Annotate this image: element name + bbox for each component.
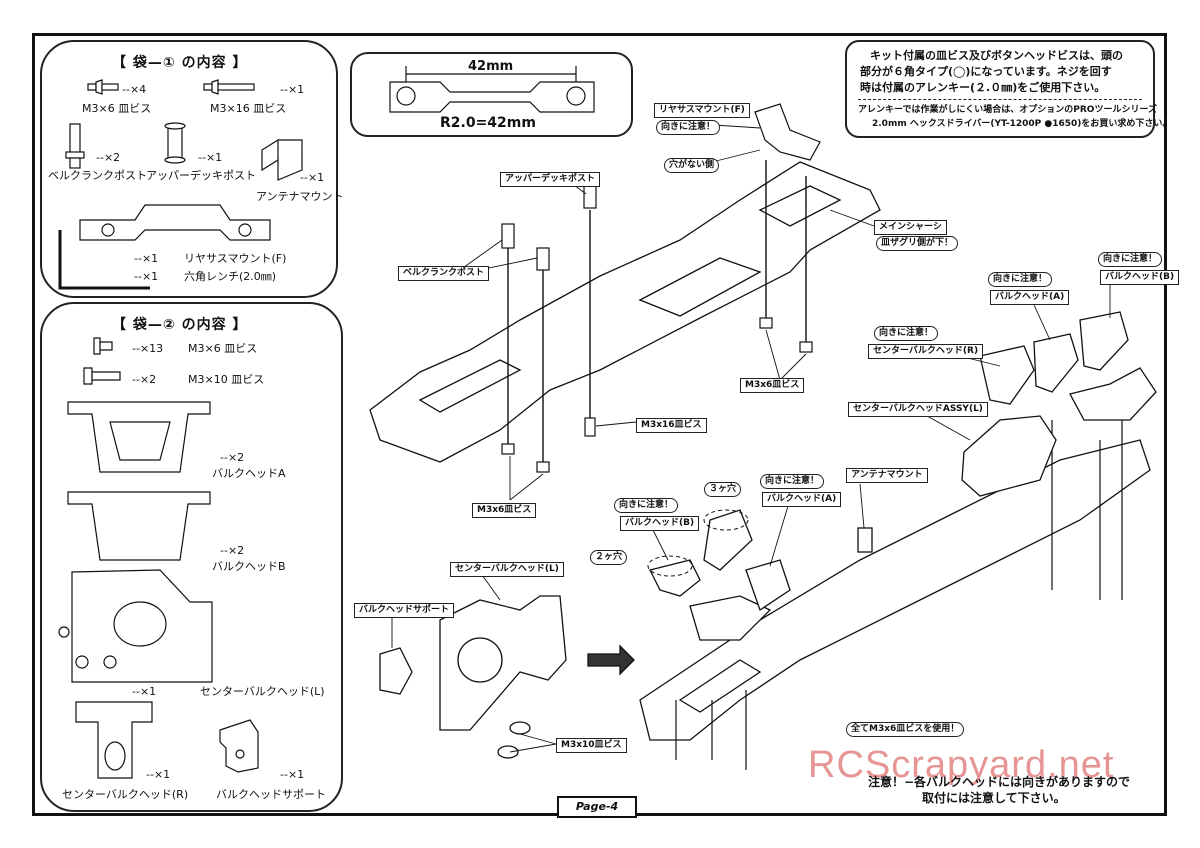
bag1-name-m3x16: M3×16 皿ビス xyxy=(210,102,287,115)
bag1-name-bellcrank: ベルクランクポスト xyxy=(48,169,147,182)
bag2-name-bulkb: バルクヘッドB xyxy=(212,560,286,573)
label-main-chassis: メインシャーシ xyxy=(874,220,947,235)
label-bulk-b-2: バルクヘッド(B) xyxy=(620,516,700,531)
detail-dim: 42mm xyxy=(468,59,514,74)
label-upper-post: アッパーデッキポスト xyxy=(500,172,601,187)
label-no-hole: 穴がない側 xyxy=(664,158,720,173)
label-bulk-a-2: バルクヘッド(A) xyxy=(762,492,842,507)
bag1-name-upper: アッパーデッキポスト xyxy=(146,169,256,182)
bag1-panel xyxy=(40,40,338,298)
bag2-qty-centerl: --×1 xyxy=(132,685,157,698)
label-center-l: センターバルクヘッド(L) xyxy=(450,562,564,577)
bag2-qty-m3x10: --×2 xyxy=(132,373,157,386)
label-bellcrank-post: ベルクランクポスト xyxy=(398,266,490,281)
label-m3x6-2: M3x6皿ビス xyxy=(472,503,537,518)
note-line-5: 2.0mm ヘックスドライバー(YT-1200P ●1650)をお買い求め下さい… xyxy=(872,119,1172,129)
note-line-3: 時は付属のアレンキー(２.０㎜)をご使用下さい。 xyxy=(860,81,1106,94)
bag1-parts-drawing xyxy=(58,79,303,290)
bag2-qty-bulka: --×2 xyxy=(220,451,245,464)
label-center-r: センターバルクヘッド(R) xyxy=(868,344,984,359)
label-m3x6-1: M3x6皿ビス xyxy=(740,378,805,393)
label-m3x10: M3x10皿ビス xyxy=(556,738,627,753)
bag2-name-m3x6: M3×6 皿ビス xyxy=(188,342,258,355)
bag1-name-m3x6: M3×6 皿ビス xyxy=(82,102,152,115)
page-number: Page-4 xyxy=(557,796,637,818)
label-caution-6: 向きに注意！ xyxy=(614,498,679,513)
label-caution-2: 向きに注意！ xyxy=(874,326,939,341)
detail-drawing xyxy=(389,66,595,113)
bag2-qty-bulkb: --×2 xyxy=(220,544,245,557)
label-m3x16: M3x16皿ビス xyxy=(636,418,707,433)
bag1-name-rearmount: リヤサスマウント(F) xyxy=(184,252,287,265)
bag2-name-support: バルクヘッドサポート xyxy=(216,788,326,801)
bag1-qty-wrench: --×1 xyxy=(134,270,159,283)
bag2-name-m3x10: M3×10 皿ビス xyxy=(188,373,265,386)
bag1-name-antenna: アンテナマウント xyxy=(256,190,344,203)
note-line-1: キット付属の皿ビス及びボタンヘッドビスは、頭の xyxy=(870,49,1123,62)
label-rear-mount: リヤサスマウント(F) xyxy=(654,103,750,118)
note-line-2: 部分が６角タイプ(◯)になっています。ネジを回す xyxy=(860,65,1112,78)
label-caution-1: 向きに注意！ xyxy=(656,120,721,135)
bag2-panel xyxy=(40,302,343,812)
label-caution-5: 向きに注意！ xyxy=(760,474,825,489)
bag1-qty-m3x16: --×1 xyxy=(280,83,305,96)
label-caution-4: 向きに注意！ xyxy=(1098,252,1163,267)
footer-warning-1: 注意！−各バルクヘッドには向きがありますので xyxy=(868,775,1131,789)
detail-box xyxy=(350,52,633,137)
note-divider xyxy=(858,99,1142,100)
bag2-name-bulka: バルクヘッドA xyxy=(212,467,286,480)
bag2-qty-m3x6: --×13 xyxy=(132,342,164,355)
bag1-title: 【 袋—① の内容 】 xyxy=(112,55,248,71)
footer-warning-2: 取付には注意して下さい。 xyxy=(922,791,1066,805)
note-line-4: アレンキーでは作業がしにくい場合は、オプションのPROツールシリーズ xyxy=(858,105,1158,115)
label-bulk-b-1: バルクヘッド(B) xyxy=(1100,270,1180,285)
bag2-name-centerr: センターバルクヘッド(R) xyxy=(62,788,189,801)
label-antenna: アンテナマウント xyxy=(846,468,928,483)
label-two-holes: ２ヶ穴 xyxy=(590,550,628,565)
bag1-qty-upper: --×1 xyxy=(198,151,223,164)
label-three-holes: ３ヶ穴 xyxy=(704,482,742,497)
note-box xyxy=(845,40,1155,138)
bag1-qty-bellcrank: --×2 xyxy=(96,151,121,164)
label-all-m3x6: 全てM3x6皿ビスを使用！ xyxy=(846,722,965,737)
bag1-qty-antenna: --×1 xyxy=(300,171,325,184)
label-countersink: 皿ザグリ側が下！ xyxy=(876,236,959,251)
detail-caption: R2.0=42mm xyxy=(440,115,536,131)
bag2-name-centerl: センターバルクヘッド(L) xyxy=(200,685,325,698)
bag2-parts-drawing xyxy=(58,337,259,779)
bag1-qty-rearmount: --×1 xyxy=(134,252,159,265)
label-caution-3: 向きに注意！ xyxy=(988,272,1053,287)
bag2-qty-centerr: --×1 xyxy=(146,768,171,781)
label-bulk-a-1: バルクヘッド(A) xyxy=(990,290,1070,305)
watermark: RCScrapyard.net xyxy=(808,744,1115,786)
label-center-assy: センターバルクヘッドASSY(L) xyxy=(848,402,988,417)
bag1-qty-m3x6: --×4 xyxy=(122,83,147,96)
bag1-name-wrench: 六角レンチ(2.0㎜) xyxy=(184,270,277,283)
bag2-title: 【 袋—② の内容 】 xyxy=(112,317,248,333)
bag2-qty-support: --×1 xyxy=(280,768,305,781)
label-support: バルクヘッドサポート xyxy=(354,603,455,618)
